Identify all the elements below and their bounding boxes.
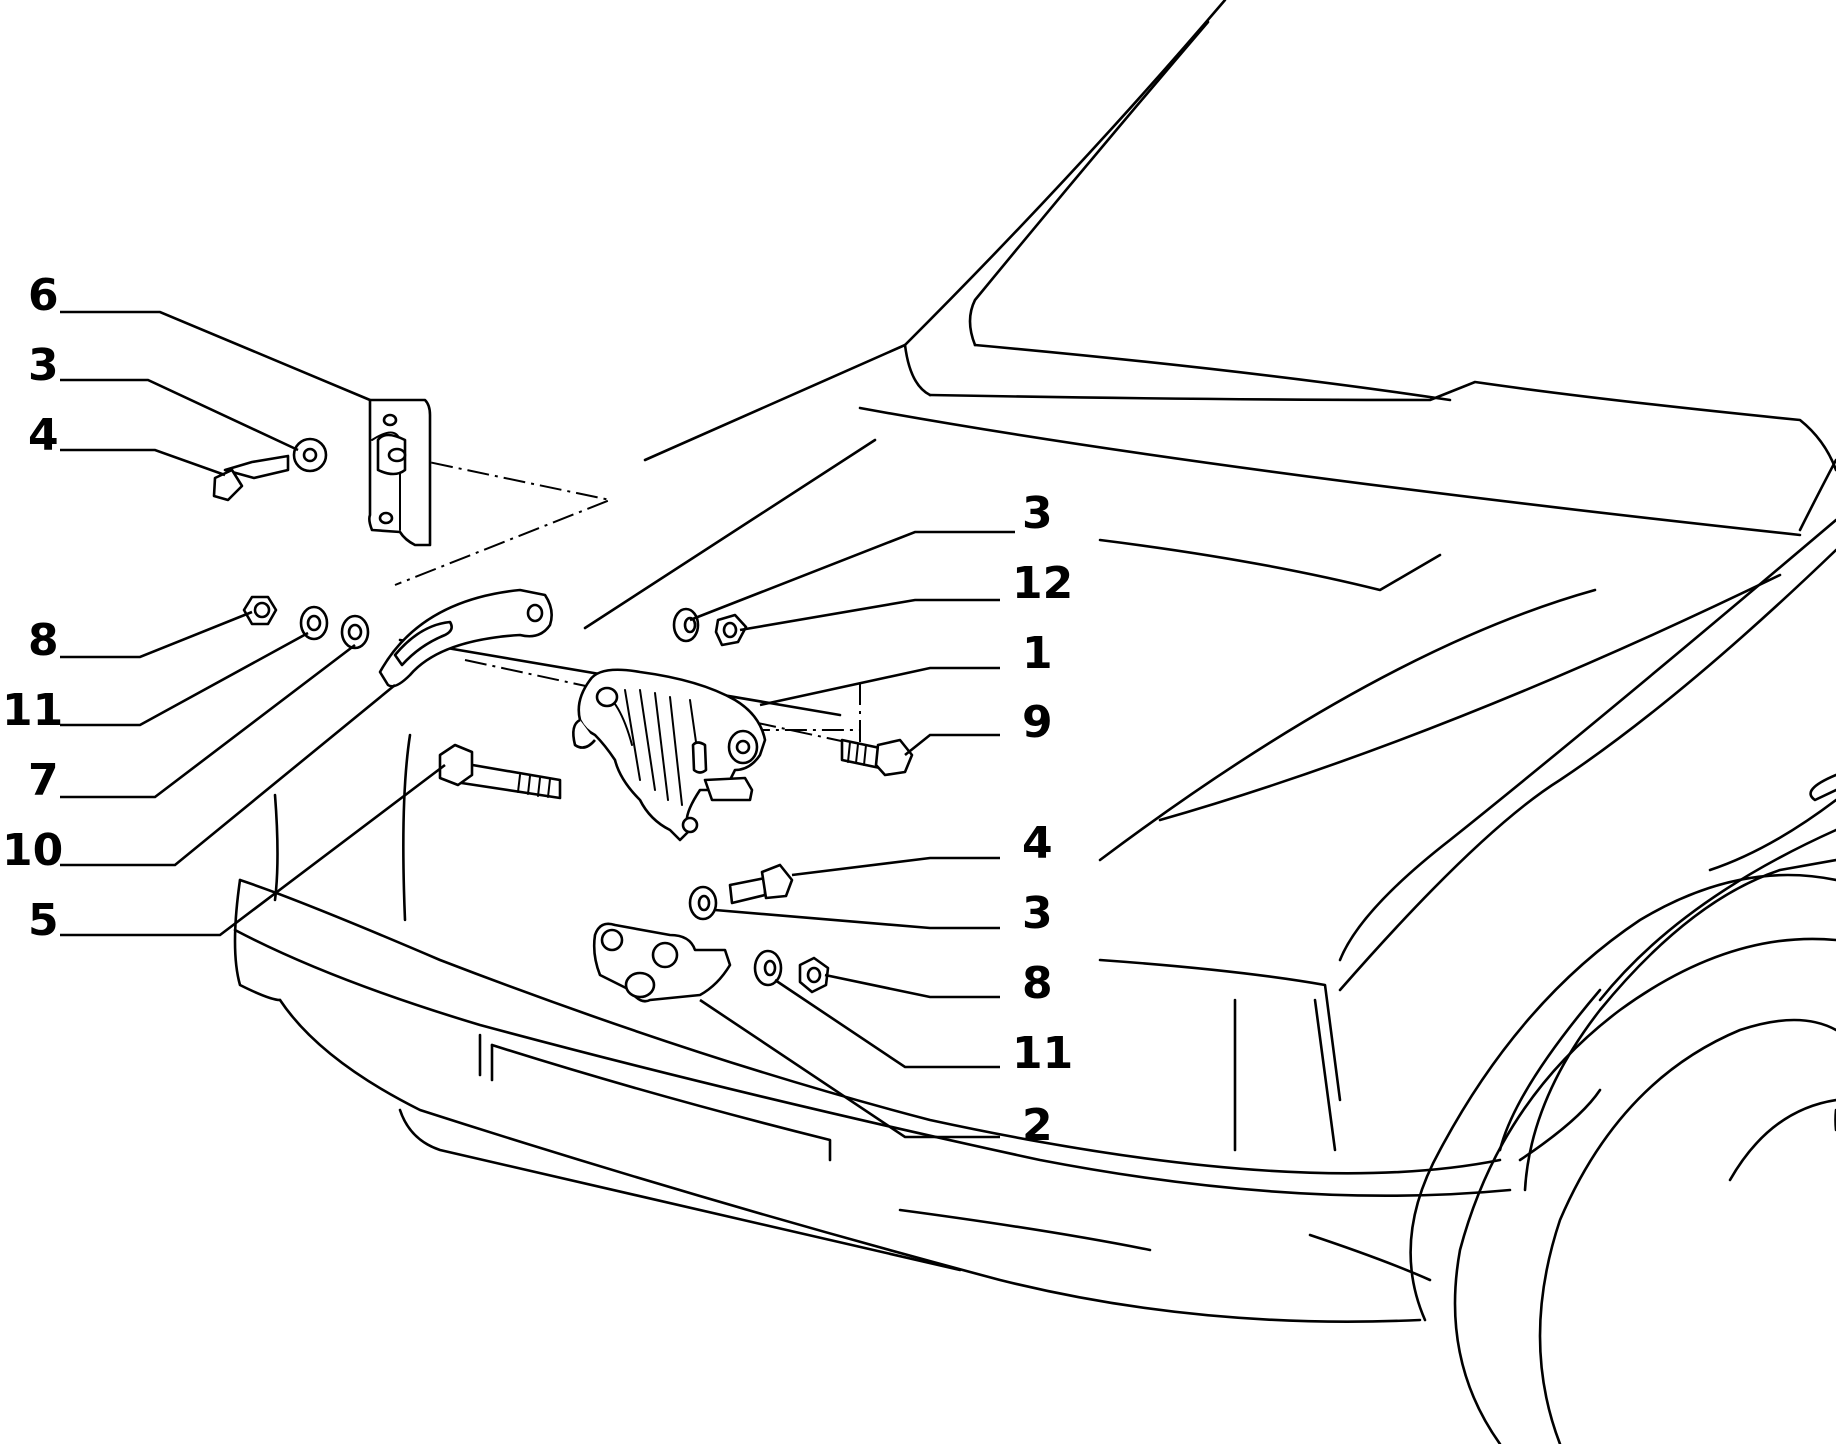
callout-3: 3 (28, 340, 59, 391)
callout-7: 7 (28, 755, 59, 806)
callout-9: 9 (1022, 697, 1053, 748)
washer-left (299, 605, 329, 641)
callout-5: 5 (28, 895, 59, 946)
long-bolt (438, 743, 562, 800)
callout-12: 12 (1012, 558, 1073, 609)
callout-3: 3 (1022, 888, 1053, 939)
washer-top-left (292, 437, 328, 473)
callout-8: 8 (1022, 958, 1053, 1009)
callout-6: 6 (28, 270, 59, 321)
callout-labels: 6 3 4 8 11 7 10 5 3 12 1 9 4 3 8 11 2 (2, 270, 1073, 1151)
nut-right-lower (798, 956, 830, 994)
nut-left (242, 595, 278, 626)
washer-right-top (672, 607, 700, 643)
bolt-right-mid (728, 863, 794, 905)
callout-8: 8 (28, 615, 59, 666)
lower-mounting-bracket (592, 922, 732, 1003)
callout-11: 11 (2, 685, 63, 736)
callout-10: 10 (2, 825, 63, 876)
callout-1: 1 (1022, 628, 1053, 679)
bolt-right (840, 738, 914, 777)
nut-right-top (714, 613, 748, 647)
leader-lines (60, 310, 1015, 1139)
alternator (572, 668, 767, 842)
callout-3: 3 (1022, 488, 1053, 539)
bolt-top-left (212, 454, 290, 502)
spacer-left (340, 614, 370, 650)
upper-mounting-bracket (368, 398, 432, 547)
callout-2: 2 (1022, 1100, 1053, 1151)
callout-4: 4 (1022, 818, 1053, 869)
car-body-outline (233, 0, 1836, 1444)
washer-right-mid (688, 885, 718, 921)
washer-right-lower (753, 949, 783, 987)
callout-4: 4 (28, 410, 59, 461)
callout-11: 11 (1012, 1028, 1073, 1079)
adjusting-strap (378, 588, 553, 688)
